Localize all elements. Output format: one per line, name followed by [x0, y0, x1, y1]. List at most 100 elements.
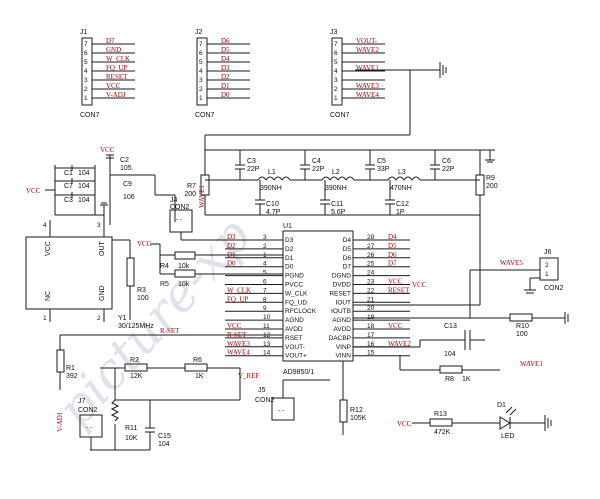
c3b-value: 104 — [78, 197, 90, 204]
r4-vcc: VCC — [137, 240, 152, 248]
ic-pin-net: D6 — [388, 251, 397, 259]
d1-value: LED — [501, 433, 515, 440]
ic-pin-name: DGND — [332, 273, 351, 280]
ic-pin-number: 22 — [367, 287, 375, 294]
y1-ref: Y1 — [118, 315, 127, 322]
r7-ref: R7 — [187, 183, 196, 190]
r13-value: 472K — [434, 429, 451, 436]
ic-pin-net: D3 — [227, 233, 236, 241]
c13-value: 104 — [444, 351, 456, 358]
ic-pin-number: 10 — [263, 314, 271, 321]
reset-resistors: VCC R4 10k R5 10k R3 100 — [112, 239, 283, 320]
connector-pin-number: 4 — [84, 68, 88, 75]
r9-ref: R9 — [486, 175, 495, 182]
connector-pin-net: VOUT- — [356, 37, 378, 45]
d1-ref: D1 — [497, 402, 506, 409]
wave5-label: WAVE5 — [500, 259, 523, 267]
connector-pin-net: WAVE1 — [356, 64, 379, 72]
connector-pin-net: WAVE3 — [356, 82, 379, 90]
c5-ref: C5 — [377, 158, 386, 165]
ic-pin-name: AVDD — [285, 326, 303, 333]
connector-pin-number: 4 — [334, 68, 338, 75]
ic-pin-name: D0 — [285, 264, 294, 271]
ic-pin-name: RFCLOCK — [285, 308, 317, 315]
ic-pin-name: VOUT+ — [285, 353, 307, 360]
u1-part: AD9850/1 — [283, 369, 314, 376]
c1-value: 104 — [78, 170, 90, 177]
r6-ref: R6 — [193, 357, 202, 364]
connector-pin-number: 2 — [334, 86, 338, 93]
c3-value: 22P — [247, 166, 260, 173]
c9-value: 106 — [123, 194, 135, 201]
c4-ref: C4 — [312, 158, 321, 165]
ic-pin-number: 11 — [263, 323, 270, 330]
connector-pin-number: 1 — [84, 95, 88, 102]
c6-value: 22P — [442, 166, 455, 173]
j5-model: CON2 — [255, 397, 275, 404]
j7-ref: J7 — [78, 398, 86, 405]
u1-ref: U1 — [283, 223, 292, 230]
connector-pin-number: 6 — [199, 50, 203, 57]
l3-value: 470NH — [390, 185, 412, 192]
j6-pin1: 1 — [545, 271, 549, 278]
ic-pin-net: VCC — [388, 278, 403, 286]
j4-ref: J4 — [170, 197, 178, 204]
ic-pin-number: 23 — [367, 279, 375, 286]
r11-value: 10K — [125, 435, 138, 442]
c15-value: 104 — [158, 441, 170, 448]
c12-ref: C12 — [396, 201, 409, 208]
j6-model: CON2 — [544, 285, 564, 292]
c10-value: 4.7P — [266, 209, 281, 216]
vadj-label: V-ADJ — [56, 412, 64, 432]
connector-pin-number: 2 — [84, 86, 88, 93]
connector-pin-number: 6 — [84, 50, 88, 57]
connector-pin-net: WAVE2 — [356, 46, 379, 54]
r8-ref: R8 — [445, 376, 454, 383]
ic-pin-name: D7 — [343, 264, 352, 271]
r11-ref: R11 — [125, 425, 137, 432]
ic-pin-name: VOUT- — [285, 344, 305, 351]
j7-model: CON2 — [78, 407, 98, 414]
connector-pin-net: V-ADJ — [106, 91, 126, 99]
ic-pin-net: WAVE2 — [388, 340, 411, 348]
l2-value: 390NH — [325, 185, 347, 192]
osc-pin-nc-label: NC — [45, 291, 52, 301]
osc-pin4: 4 — [43, 222, 47, 229]
connector-pin-net: D4 — [221, 55, 230, 63]
ic-pin-number: 24 — [367, 270, 375, 277]
connector-pin-number: 5 — [84, 59, 88, 66]
ic-pin-net: FQ_UP — [227, 295, 249, 303]
ic-pin-name: D2 — [285, 246, 294, 253]
c15-ref: C15 — [158, 433, 171, 440]
led-vcc: VCC — [397, 420, 412, 428]
oscillator: VCC OUT NC GND 4 3 1 2 Y1 30/125MHz VCC — [25, 165, 154, 330]
connector-pin-net: VCC — [106, 82, 121, 90]
connector-pin-number: 5 — [199, 59, 203, 66]
rset-network: R-SET R1 392 R2 12K R6 1K R11 10K C15 10… — [56, 327, 283, 451]
ic-pin-name: IOUTB — [331, 308, 351, 315]
c6-ref: C6 — [442, 158, 451, 165]
ic-pin-name: AGND — [332, 317, 351, 324]
r4-value: 10k — [178, 263, 190, 270]
connector-pin-number: 1 — [334, 95, 338, 102]
r8-value: 1K — [462, 376, 471, 383]
u1-reset-vcc: VCC — [412, 281, 427, 289]
connector-pin-net: GND — [106, 46, 121, 54]
ic-pin-name: PVCC — [285, 282, 303, 289]
r12-resistor: R12 105K — [339, 361, 367, 435]
c3-ref: C3 — [247, 158, 256, 165]
ic-pin-number: 5 — [263, 270, 267, 277]
connector-pin-net: W_CLK — [106, 55, 130, 63]
ic-pin-name: DACBP — [329, 335, 351, 342]
ic-pin-name: AVDD — [333, 326, 351, 333]
decoupling-caps: C1 104 C7 104 C3 104 C2 105 VCC C9 106 — [55, 146, 176, 225]
c2-vcc: VCC — [100, 146, 115, 154]
r5-value: 10k — [178, 281, 190, 288]
connector-pin-number: 1 — [199, 95, 203, 102]
connector-pin-number: 7 — [84, 41, 88, 48]
r5-ref: R5 — [160, 281, 169, 288]
osc-pin3: 3 — [97, 222, 101, 229]
ic-pin-name: D3 — [285, 237, 294, 244]
connector-pin-net: D5 — [221, 46, 230, 54]
